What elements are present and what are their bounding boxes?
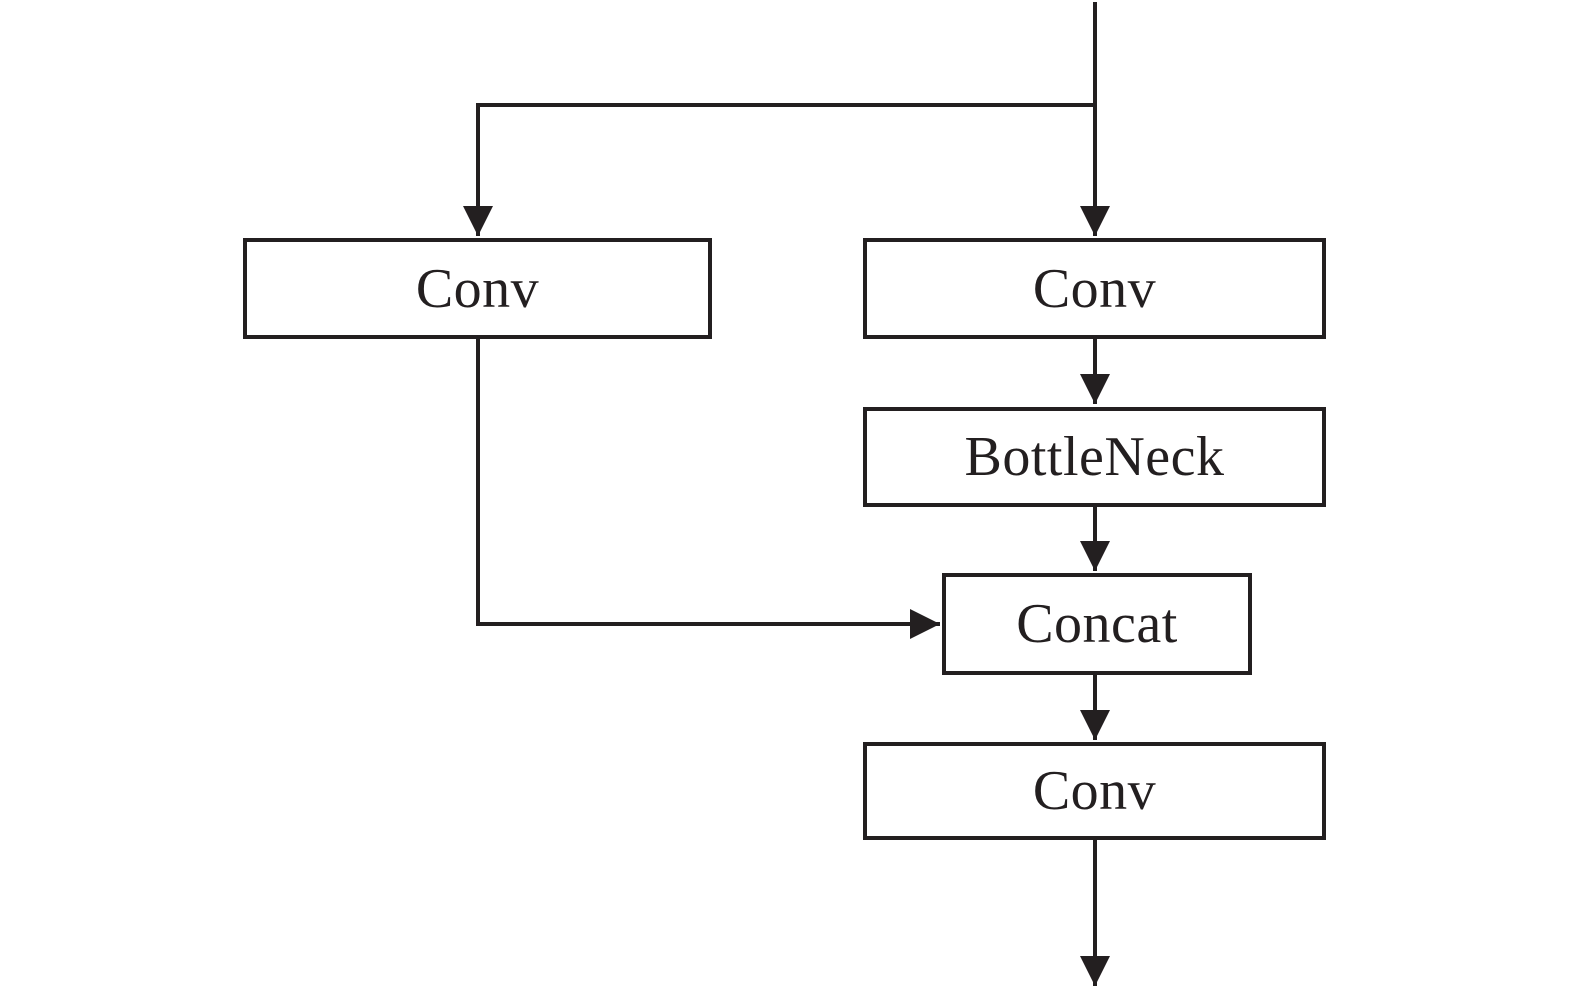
node-concat-label: Concat: [1016, 593, 1178, 655]
node-conv-top-label: Conv: [1032, 257, 1157, 320]
node-conv-out: Conv: [863, 742, 1326, 840]
node-conv-left-label: Conv: [415, 257, 540, 320]
node-conv-out-label: Conv: [1032, 760, 1157, 822]
node-conv-left: Conv: [243, 238, 712, 339]
node-concat: Concat: [942, 573, 1252, 675]
edge-conv-left-to-concat: [476, 338, 940, 639]
edge-input-to-conv-left: [463, 103, 1095, 236]
node-bottleneck-label: BottleNeck: [964, 426, 1225, 488]
node-bottleneck: BottleNeck: [863, 407, 1326, 507]
node-conv-top: Conv: [863, 238, 1326, 339]
